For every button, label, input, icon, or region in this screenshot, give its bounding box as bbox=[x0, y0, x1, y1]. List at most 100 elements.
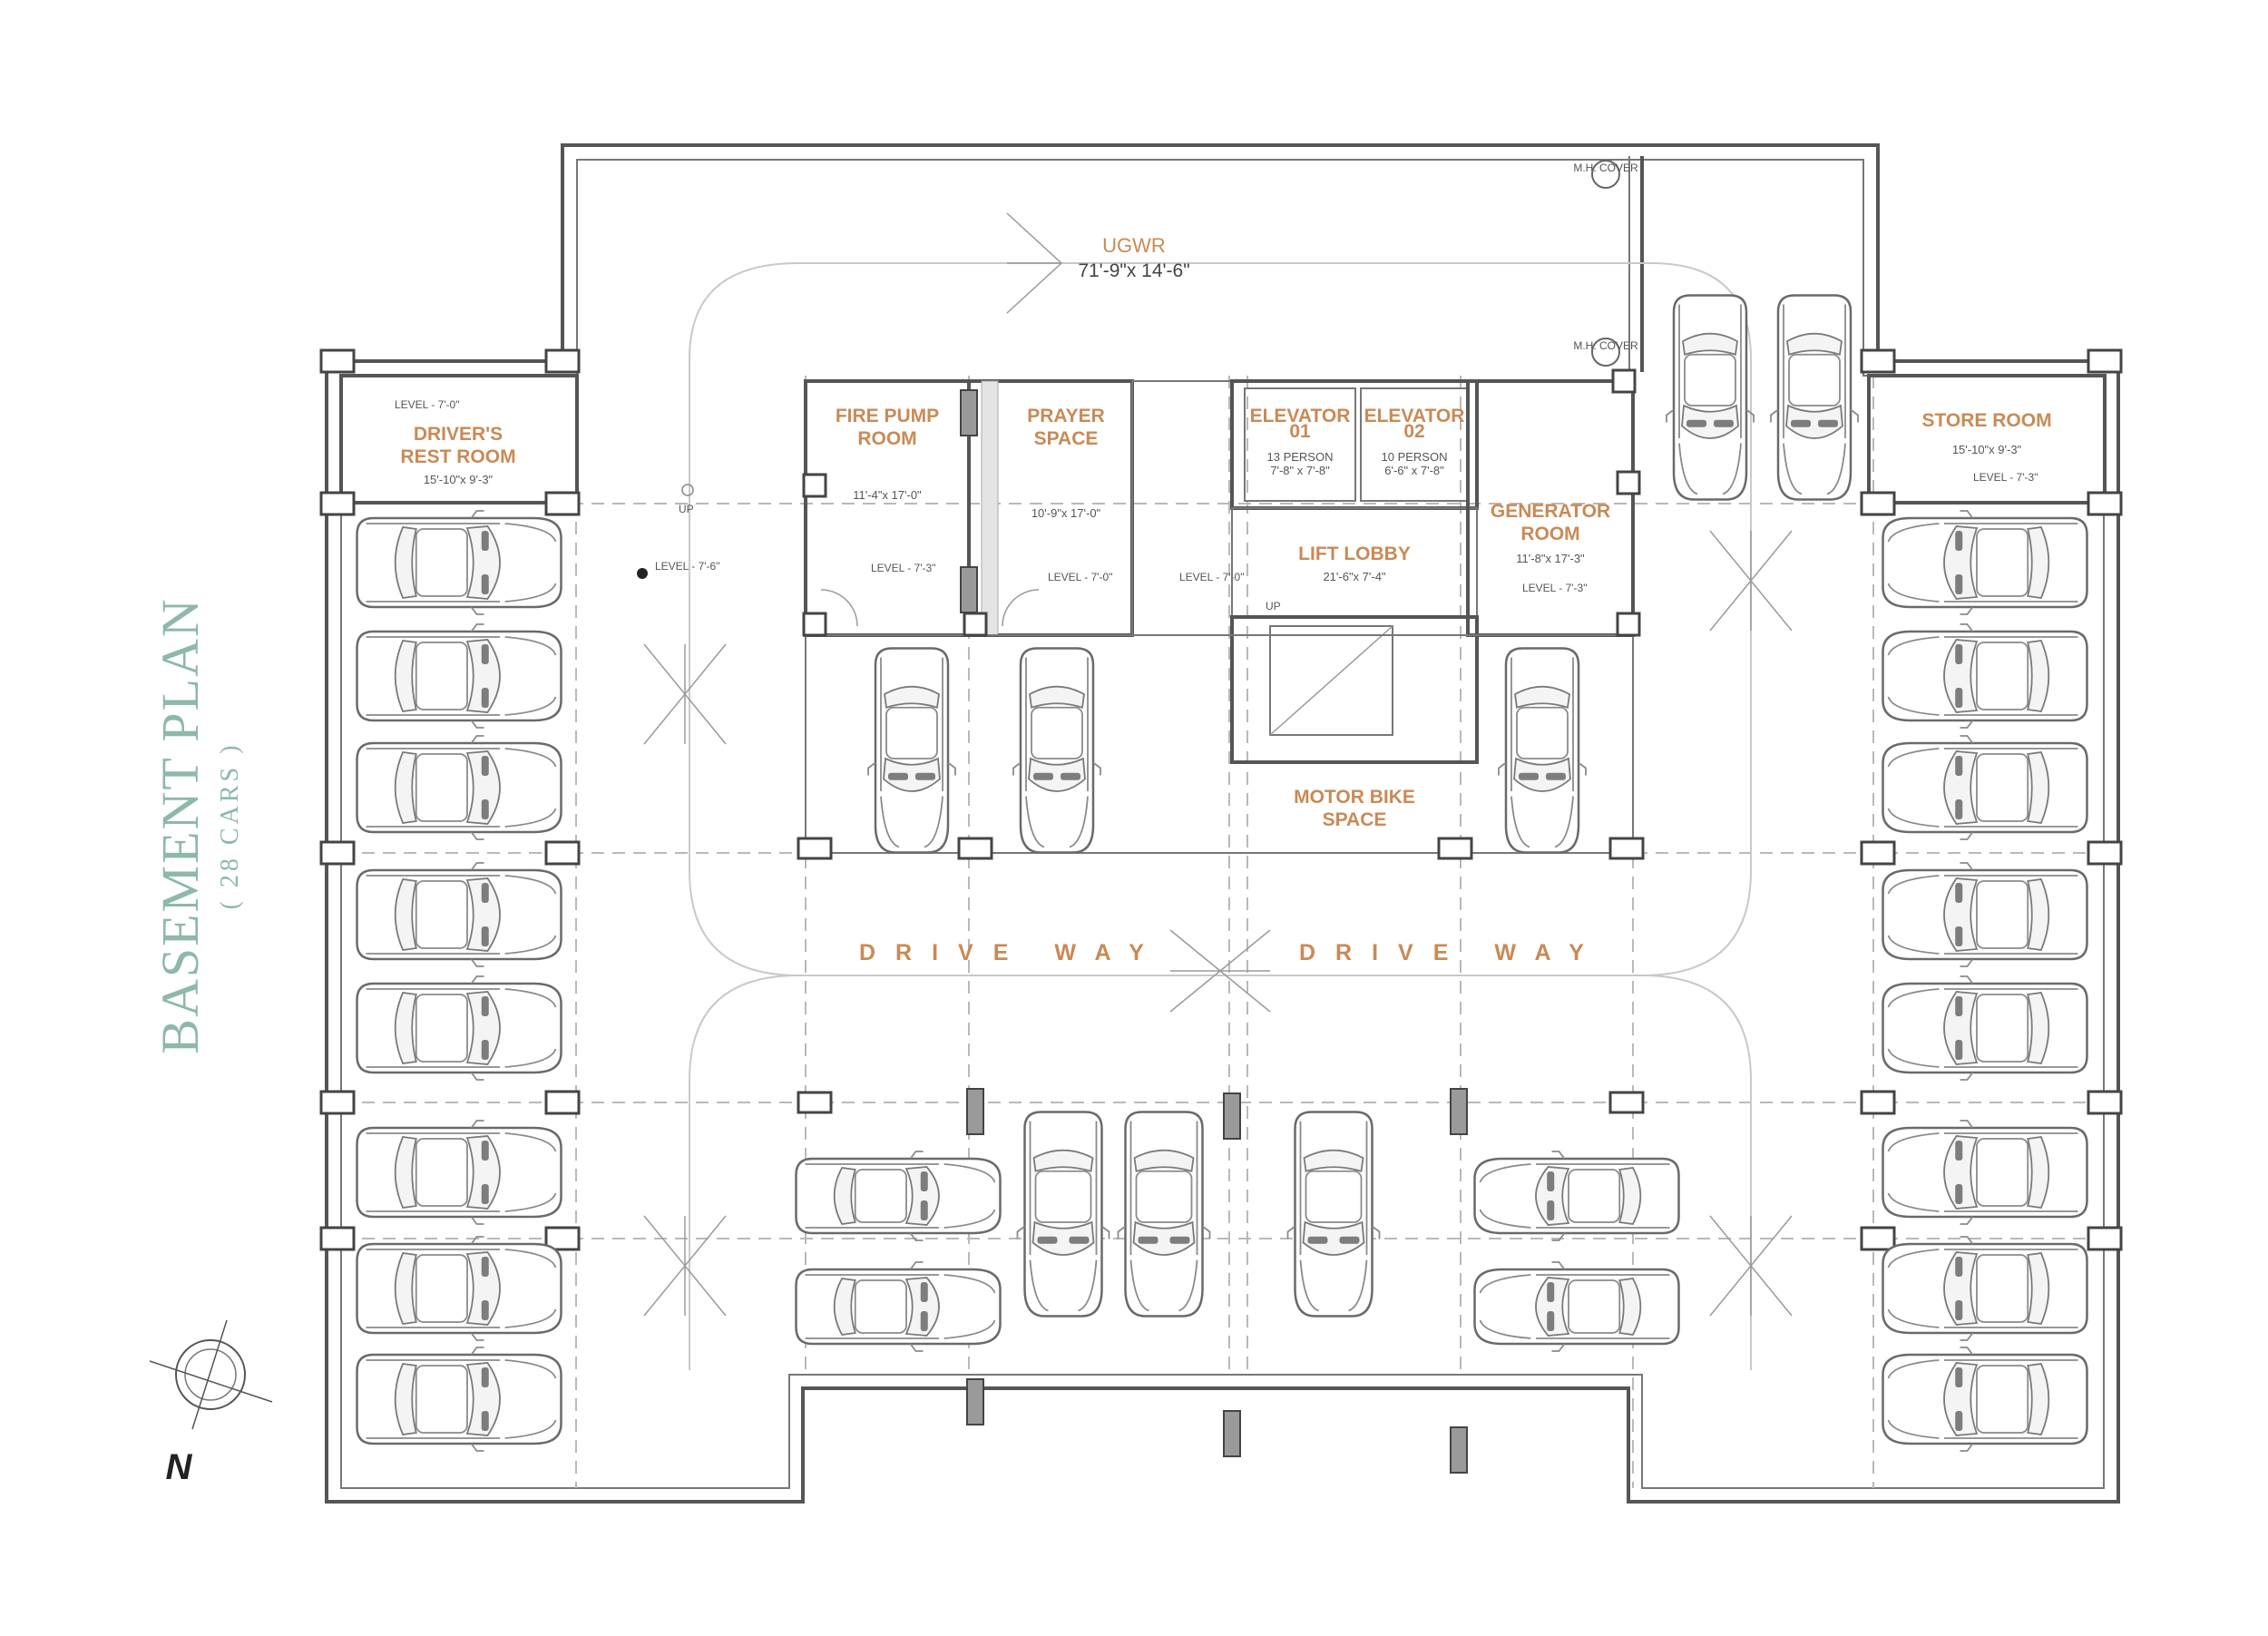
fire-pump-dim: 11'-4"x 17'-0" bbox=[853, 488, 922, 502]
drive-track bbox=[689, 262, 1752, 1370]
car-icon bbox=[1882, 1120, 2088, 1225]
column bbox=[797, 1091, 833, 1114]
generator-level: LEVEL - 7'-3" bbox=[1522, 582, 1587, 594]
car-icon bbox=[1882, 975, 2088, 1081]
car-icon bbox=[1882, 735, 2088, 840]
car-icon bbox=[356, 735, 562, 840]
drivers-rest-label-2: REST ROOM bbox=[400, 446, 515, 467]
light-fixtures bbox=[643, 530, 1793, 1317]
store-room-level: LEVEL - 7'-3" bbox=[1973, 471, 2038, 484]
car-icon bbox=[356, 510, 562, 615]
car-icon bbox=[356, 975, 562, 1081]
car-icon bbox=[1473, 1261, 1680, 1352]
manhole-cover-icon bbox=[1591, 338, 1620, 367]
structural-grid bbox=[341, 376, 2104, 1488]
ugwr-label: UGWR bbox=[1102, 234, 1166, 257]
car-icon bbox=[1882, 862, 2088, 967]
plan-subtitle: ( 28 CARS ) bbox=[216, 742, 244, 910]
car-icon bbox=[1498, 647, 1587, 854]
up-label-2: UP bbox=[1266, 600, 1281, 612]
column bbox=[1223, 1092, 1241, 1140]
elevator1-persons: 13 PERSON bbox=[1267, 450, 1334, 464]
column bbox=[1608, 1091, 1645, 1114]
car-icon bbox=[1882, 1347, 2088, 1452]
column bbox=[1611, 368, 1637, 394]
mh-cover-label-2: M.H. COVER bbox=[1573, 339, 1638, 352]
column bbox=[319, 348, 356, 374]
prayer-label-1: PRAYER bbox=[1027, 406, 1105, 426]
elevator1-label-1: ELEVATOR bbox=[1250, 406, 1351, 426]
north-label: N bbox=[166, 1447, 193, 1487]
up-label-1: UP bbox=[679, 503, 694, 515]
generator-label-2: ROOM bbox=[1520, 524, 1579, 544]
column bbox=[966, 1088, 984, 1135]
plan-title-group: BASEMENT PLAN ( 28 CARS ) bbox=[151, 597, 244, 1053]
driveway-label-left: DRIVE WAY bbox=[859, 940, 1164, 965]
car-icon bbox=[1882, 623, 2088, 729]
car-icon bbox=[1770, 294, 1859, 501]
light-fixture-icon bbox=[1169, 929, 1271, 1013]
car-icon bbox=[795, 1261, 1002, 1352]
level-marker-icon bbox=[637, 568, 648, 579]
car-icon bbox=[356, 862, 562, 967]
column bbox=[544, 1226, 581, 1251]
column bbox=[1860, 348, 1896, 374]
column bbox=[966, 1378, 984, 1425]
drivers-rest-level: LEVEL - 7'-0" bbox=[395, 398, 459, 411]
elevator2-label-1: ELEVATOR bbox=[1364, 406, 1465, 426]
driveway-label-right: DRIVE WAY bbox=[1299, 940, 1604, 965]
elevator1-dim: 7'-8" x 7'-8" bbox=[1270, 464, 1330, 477]
column bbox=[1437, 837, 1473, 860]
column bbox=[2087, 840, 2123, 866]
parking-cars bbox=[356, 294, 2088, 1452]
compass-icon bbox=[175, 1339, 246, 1410]
driveway-level: LEVEL - 7'-6" bbox=[655, 560, 719, 573]
car-icon bbox=[1016, 1111, 1110, 1318]
lift-lobby-dim: 21'-6"x 7'-4" bbox=[1323, 570, 1385, 583]
column bbox=[963, 612, 988, 637]
elevator1-label-2: 01 bbox=[1289, 421, 1311, 442]
column bbox=[2087, 491, 2123, 516]
north-arrow: N bbox=[149, 1319, 273, 1487]
car-icon bbox=[1117, 1111, 1211, 1318]
column bbox=[544, 1090, 581, 1115]
column bbox=[544, 491, 581, 516]
column bbox=[797, 837, 833, 860]
prayer-label-2: SPACE bbox=[1034, 428, 1099, 449]
store-room: STORE ROOM 15'-10"x 9'-3" LEVEL - 7'-3" bbox=[1867, 374, 2107, 505]
column bbox=[1616, 612, 1641, 637]
lift-lobby-label: LIFT LOBBY bbox=[1298, 544, 1411, 564]
drivers-rest-room: LEVEL - 7'-0" DRIVER'S REST ROOM 15'-10"… bbox=[339, 374, 579, 505]
light-fixture-icon bbox=[643, 1215, 727, 1317]
light-fixture-icon bbox=[643, 643, 727, 745]
column bbox=[2087, 1090, 2123, 1115]
column bbox=[802, 612, 827, 637]
column bbox=[960, 566, 978, 613]
car-icon bbox=[1473, 1151, 1680, 1241]
elevator2-persons: 10 PERSON bbox=[1382, 450, 1448, 464]
column bbox=[544, 348, 581, 374]
fire-pump-label-1: FIRE PUMP bbox=[836, 406, 939, 426]
column bbox=[957, 837, 993, 860]
column bbox=[1860, 1226, 1896, 1251]
column bbox=[960, 389, 978, 436]
prayer-dim: 10'-9"x 17'-0" bbox=[1031, 506, 1101, 520]
column bbox=[319, 1226, 356, 1251]
elevator2-dim: 6'-6" x 7'-8" bbox=[1384, 464, 1444, 477]
elevator2-label-2: 02 bbox=[1403, 421, 1424, 442]
driveway-annotations: UP LEVEL - 7'-6" bbox=[637, 484, 719, 579]
car-icon bbox=[867, 647, 956, 854]
car-icon bbox=[356, 1120, 562, 1225]
ugwr-area: UGWR 71'-9"x 14'-6" bbox=[1006, 212, 1190, 314]
column bbox=[2087, 1226, 2123, 1251]
column bbox=[544, 840, 581, 866]
column bbox=[319, 840, 356, 866]
column bbox=[1860, 840, 1896, 866]
column bbox=[2087, 348, 2123, 374]
core-level: LEVEL - 7'-0" bbox=[1179, 571, 1244, 583]
mh-cover-label-1: M.H. COVER bbox=[1573, 162, 1638, 174]
car-icon bbox=[356, 623, 562, 729]
manhole-cover-icon bbox=[1591, 160, 1620, 189]
column bbox=[1860, 491, 1896, 516]
